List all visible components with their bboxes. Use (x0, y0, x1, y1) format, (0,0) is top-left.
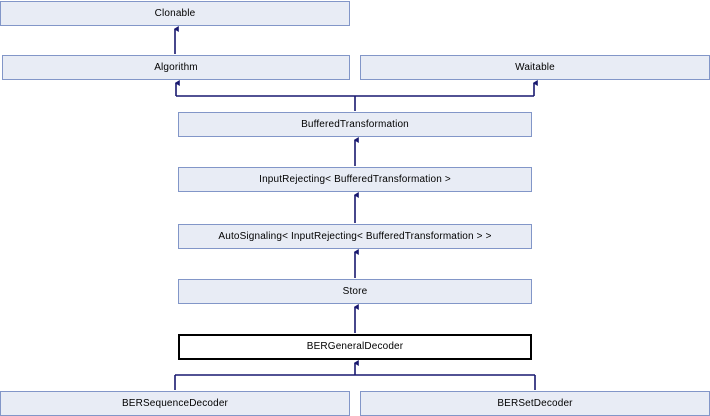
class-node-ber-general-decoder[interactable]: BERGeneralDecoder (178, 334, 532, 360)
class-node-algorithm[interactable]: Algorithm (2, 55, 350, 80)
class-node-ber-sequence-decoder[interactable]: BERSequenceDecoder (0, 391, 350, 416)
class-node-auto-signaling[interactable]: AutoSignaling< InputRejecting< BufferedT… (178, 224, 532, 249)
class-node-clonable[interactable]: Clonable (0, 1, 350, 26)
class-node-input-rejecting[interactable]: InputRejecting< BufferedTransformation > (178, 167, 532, 192)
class-node-buffered-transformation[interactable]: BufferedTransformation (178, 112, 532, 137)
class-node-ber-set-decoder[interactable]: BERSetDecoder (360, 391, 710, 416)
class-node-store[interactable]: Store (178, 279, 532, 304)
class-node-waitable[interactable]: Waitable (360, 55, 710, 80)
